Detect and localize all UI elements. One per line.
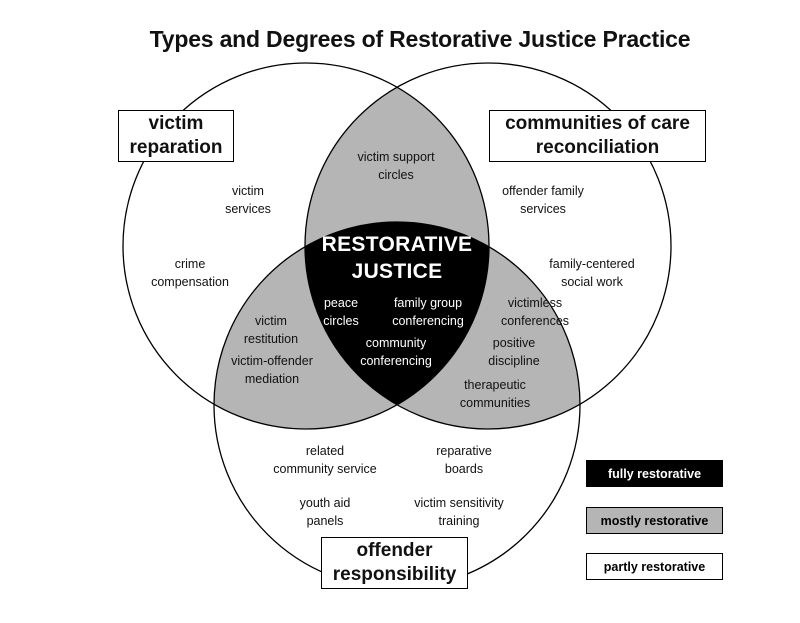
communities-care-box: communities of care reconciliation [489,110,706,162]
offender-family-services: offender family services [502,184,584,216]
victim-restitution: victim restitution [243,314,299,346]
therapeutic-communities: therapeutic communities [459,378,531,410]
victim-sensitivity-training: victim sensitivity training [414,496,504,528]
legend-mostly-restorative: mostly restorative [586,507,723,534]
reparative-boards: reparative boards [436,444,492,476]
peace-circles: peace circles [323,296,359,328]
victim-circle [122,62,490,430]
positive-discipline: positive discipline [488,336,540,368]
victim-services: victim services [225,184,271,216]
family-group-conferencing: family group conferencing [392,296,464,328]
restorative-justice-label: RESTORATIVE JUSTICE [321,233,473,283]
offender-responsibility-box: offender responsibility [321,537,468,589]
victimless-conferences: victimless conferences [500,296,570,328]
related-community-service: related community service [273,444,377,476]
legend-fully-restorative: fully restorative [586,460,723,487]
legend-partly-restorative: partly restorative [586,553,723,580]
crime-compensation: crime compensation [151,257,229,289]
youth-aid-panels: youth aid panels [299,496,351,528]
community-conferencing: community conferencing [360,336,432,368]
victim-reparation-box: victim reparation [118,110,234,162]
victim-offender-mediation: victim-offender mediation [231,354,313,386]
victim-support-circles: victim support circles [357,150,435,182]
diagram-title: Types and Degrees of Restorative Justice… [149,26,691,52]
family-centered-social-work: family-centered social work [549,257,635,289]
communities-circle [304,62,672,430]
